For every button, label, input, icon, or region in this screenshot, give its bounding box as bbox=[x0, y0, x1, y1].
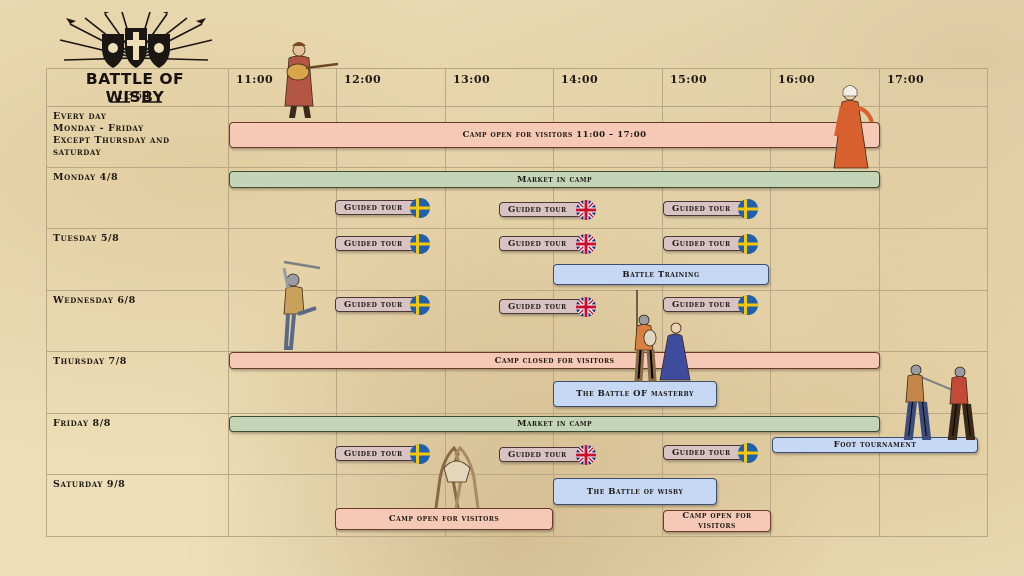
day-label-thursday: Thursday 7/8 bbox=[53, 356, 128, 367]
hour-label: 11:00 bbox=[236, 73, 274, 86]
grid-line bbox=[46, 351, 988, 352]
event-guided-tour-swedish: Guided tour bbox=[663, 442, 758, 463]
swedish-flag-icon bbox=[410, 197, 430, 218]
grid-line bbox=[46, 106, 988, 107]
day-label-tuesday: Tuesday 5/8 bbox=[53, 233, 120, 244]
event-guided-tour-english: Guided tour bbox=[499, 296, 596, 317]
event-guided-tour-english: Guided tour bbox=[499, 444, 596, 465]
event-label: Guided tour bbox=[672, 238, 731, 249]
event-guided-tour-swedish: Guided tour bbox=[335, 233, 430, 254]
grid-line bbox=[46, 68, 988, 69]
event-camp-open-daily: Camp open for visitors 11:00 – 17:00 bbox=[229, 122, 880, 148]
swedish-flag-icon bbox=[410, 294, 430, 315]
event-guided-tour-swedish: Guided tour bbox=[663, 198, 758, 219]
grid-line bbox=[46, 228, 988, 229]
knight-and-lady-figure-icon bbox=[634, 290, 691, 382]
grid-line bbox=[46, 413, 988, 414]
event-label: Guided tour bbox=[508, 301, 567, 312]
event-guided-tour-english: Guided tour bbox=[499, 199, 596, 220]
grid-line bbox=[46, 290, 988, 291]
event-label: Guided tour bbox=[344, 448, 403, 459]
grid-line bbox=[770, 68, 771, 536]
event-label: Guided tour bbox=[344, 299, 403, 310]
uk-flag-icon bbox=[576, 233, 596, 254]
event-market-monday: Market in camp bbox=[229, 171, 880, 188]
event-label: Guided tour bbox=[508, 449, 567, 460]
event-battle-wisby: The Battle of wisby bbox=[553, 478, 717, 505]
logo-year: 1361 bbox=[117, 89, 153, 102]
hour-label: 16:00 bbox=[778, 73, 816, 86]
event-label: Guided tour bbox=[508, 204, 567, 215]
grid-line bbox=[228, 68, 229, 536]
event-label: Guided tour bbox=[672, 299, 731, 310]
event-camp-open-saturday-late: Camp open for visitors bbox=[663, 510, 771, 532]
grid-line bbox=[987, 68, 988, 536]
uk-flag-icon bbox=[576, 444, 596, 465]
grid-line bbox=[879, 68, 880, 536]
day-label-monday: Monday 4/8 bbox=[53, 172, 119, 183]
day-label-line: Monday - Friday bbox=[53, 123, 144, 134]
uk-flag-icon bbox=[576, 296, 596, 317]
logo-title: BATTLE OF WISBY bbox=[85, 70, 185, 106]
event-guided-tour-swedish: Guided tour bbox=[335, 197, 430, 218]
hour-label: 14:00 bbox=[561, 73, 599, 86]
swedish-flag-icon bbox=[410, 443, 430, 464]
lute-player-figure-icon bbox=[284, 42, 339, 118]
crossed-spears-emblem-icon bbox=[59, 12, 213, 103]
hour-label: 15:00 bbox=[670, 73, 708, 86]
grid-line bbox=[46, 474, 988, 475]
event-guided-tour-swedish: Guided tour bbox=[663, 233, 758, 254]
day-label-line: Except Thursday and bbox=[53, 135, 170, 146]
event-battle-masterby: The Battle OF masterby bbox=[553, 381, 717, 407]
event-market-friday: Market in camp bbox=[229, 416, 880, 432]
wrestlers-figure-icon bbox=[903, 364, 976, 440]
event-guided-tour-swedish: Guided tour bbox=[335, 294, 430, 315]
grid-line bbox=[46, 68, 47, 536]
event-camp-closed-thursday: Camp closed for visitors bbox=[229, 352, 880, 369]
day-label-friday: Friday 8/8 bbox=[53, 418, 111, 429]
uk-flag-icon bbox=[576, 199, 596, 220]
day-label-line: Every day bbox=[53, 111, 107, 122]
hour-label: 13:00 bbox=[453, 73, 491, 86]
medieval-lady-figure-icon bbox=[833, 85, 874, 169]
swedish-flag-icon bbox=[410, 233, 430, 254]
event-label: Guided tour bbox=[344, 238, 403, 249]
event-guided-tour-english: Guided tour bbox=[499, 233, 596, 254]
event-label: Guided tour bbox=[672, 447, 731, 458]
event-foot-tournament: Foot tournament bbox=[772, 437, 978, 453]
event-label: Guided tour bbox=[672, 203, 731, 214]
day-label-saturday: Saturday 9/8 bbox=[53, 479, 126, 490]
hour-label: 17:00 bbox=[887, 73, 925, 86]
swedish-flag-icon bbox=[738, 198, 758, 219]
event-label: Guided tour bbox=[344, 202, 403, 213]
swedish-flag-icon bbox=[738, 233, 758, 254]
grid-line bbox=[445, 68, 446, 536]
swedish-flag-icon bbox=[738, 442, 758, 463]
event-guided-tour-swedish: Guided tour bbox=[663, 294, 758, 315]
event-guided-tour-swedish: Guided tour bbox=[335, 443, 430, 464]
grid-line bbox=[46, 167, 988, 168]
day-label-everyday: Every day Monday - Friday Except Thursda… bbox=[53, 111, 170, 159]
event-label: Guided tour bbox=[508, 238, 567, 249]
grid-line bbox=[662, 68, 663, 536]
grid-line bbox=[46, 536, 988, 537]
swordsman-figure-icon bbox=[282, 260, 321, 350]
event-camp-open-saturday: Camp open for visitors bbox=[335, 508, 553, 530]
hour-label: 12:00 bbox=[344, 73, 382, 86]
event-battle-training: Battle Training bbox=[553, 264, 769, 285]
day-label-line: saturday bbox=[53, 147, 102, 158]
swedish-flag-icon bbox=[738, 294, 758, 315]
horses-figure-icon bbox=[434, 445, 480, 509]
day-label-wednesday: Wednesday 6/8 bbox=[53, 295, 136, 306]
